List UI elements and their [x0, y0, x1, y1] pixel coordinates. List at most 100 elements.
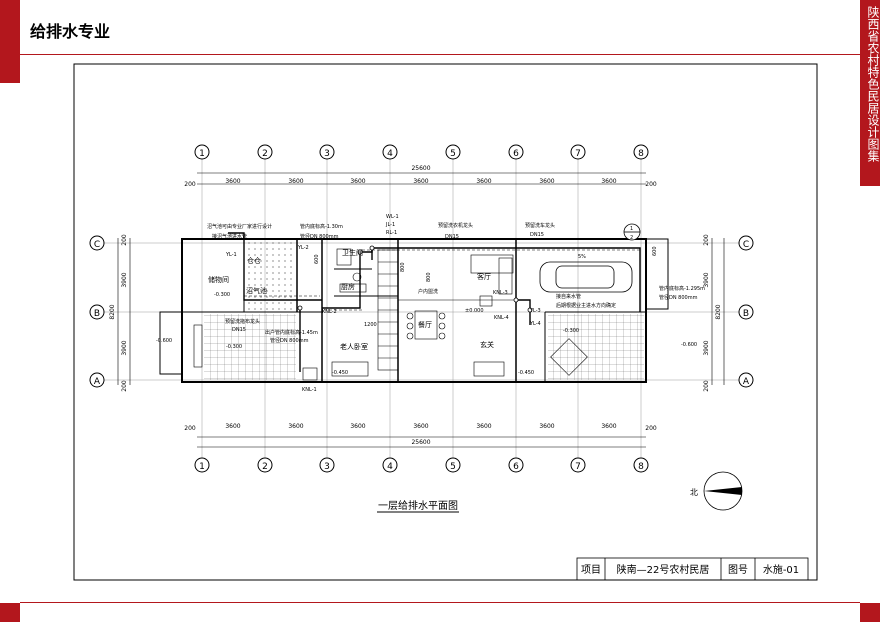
grid-row-c-left: C	[94, 240, 100, 250]
label-knl2: KNL-2	[322, 309, 337, 315]
dim-total-bottom: 25600	[411, 439, 430, 446]
grid-row-a-right: A	[743, 377, 750, 387]
stairs	[377, 249, 399, 371]
furniture	[193, 248, 588, 381]
dim-row-left-2: 3900	[121, 340, 128, 355]
note-pipe-elev1: 管内底标高-1.30m	[300, 223, 343, 230]
label-wl1: WL-1	[386, 214, 399, 220]
grid-col-3-top: 3	[324, 149, 330, 159]
dim-row-left-1: 3900	[121, 272, 128, 287]
inspection-well	[623, 223, 641, 241]
label-slope: 5%	[578, 254, 586, 260]
note-tap-water: 接自来水管	[556, 293, 581, 300]
note-biogas: 沼气池可由专业厂家进行设计	[207, 223, 272, 230]
label-yl2: YL-2	[297, 245, 309, 251]
dim-bay-bottom-7: 3600	[601, 423, 616, 430]
note-outlet-dia: 管径DN 800mm	[270, 337, 309, 344]
dim-row-right-1: 3900	[703, 272, 710, 287]
elev-left-outer: -0.600	[156, 338, 172, 344]
dim-bay-bottom-2: 3600	[288, 423, 303, 430]
corner-band-bottom-right	[860, 603, 880, 622]
note-mop-2: 户内盥洗	[418, 288, 438, 295]
corner-band-bottom-left	[0, 603, 20, 622]
dim-bay-top-4: 3600	[413, 178, 428, 185]
dim-row-total-left: 8200	[109, 304, 116, 319]
well-marker-bottom: 2	[630, 235, 633, 241]
tile-hatch-right	[548, 314, 644, 380]
elev-right-bottom: -0.300	[563, 328, 579, 334]
room-elder: 老人卧室	[340, 342, 368, 351]
grid-lines	[104, 158, 740, 462]
dim-row-edge-left-bottom: 200	[121, 380, 128, 392]
tile-hatch-left	[204, 314, 296, 380]
dim-bay-top-5: 3600	[476, 178, 491, 185]
elev-entrance: -0.450	[518, 370, 534, 376]
dim-edge-bottom-right: 200	[645, 425, 657, 432]
dim-row-edge-right-bottom: 200	[703, 380, 710, 392]
grid-col-1-top: 1	[199, 149, 205, 159]
dim-row-total-right: 8200	[715, 304, 722, 319]
note-tap-direction: 后期根据业主进水方向确定	[556, 302, 616, 309]
dim-edge-top-right: 200	[645, 181, 657, 188]
corner-band-top-left	[0, 0, 20, 83]
elev-left-bottom: -0.300	[226, 344, 242, 350]
dim-total-top: 25600	[411, 165, 430, 172]
room-living: 客厅	[477, 272, 491, 281]
note-pipe-dia2: 管径DN 800mm	[659, 294, 698, 301]
grid-col-2-top: 2	[262, 149, 268, 159]
label-dn15-a: DN15	[445, 234, 459, 240]
dim-bay-top-1: 3600	[225, 178, 240, 185]
header-rule	[20, 54, 860, 55]
note-pipe-elev2: 管内底标高-1.295m	[659, 285, 705, 292]
grid-col-2-bottom: 2	[262, 462, 268, 472]
label-jl1: JL-1	[385, 222, 395, 228]
side-band: 陕西省农村特色民居设计图集	[860, 0, 880, 186]
dim-600-a: 600	[314, 254, 320, 264]
dim-bay-top-2: 3600	[288, 178, 303, 185]
grid-row-a-left: A	[94, 377, 101, 387]
label-knl4: KNL-4	[494, 315, 509, 321]
grid-col-3-bottom: 3	[324, 462, 330, 472]
grid-col-4-bottom: 4	[387, 462, 393, 472]
label-knl1: KNL-1	[302, 387, 317, 393]
dim-bay-bottom-3: 3600	[350, 423, 365, 430]
title-block	[576, 557, 809, 581]
title-block-drawing-no-label: 图号	[728, 564, 748, 576]
title-block-project-label: 项目	[581, 564, 601, 576]
grid-col-6-top: 6	[513, 149, 519, 159]
room-bathroom: 卫生间	[342, 248, 363, 257]
note-carwash: 预留洗车龙头	[525, 222, 555, 229]
room-dining: 餐厅	[418, 320, 432, 329]
note-biogas-pipe: 接沼气池进水管	[212, 233, 247, 240]
dim-bay-bottom-1: 3600	[225, 423, 240, 430]
dim-bay-bottom-4: 3600	[413, 423, 428, 430]
title-block-drawing-no-value: 水施-01	[763, 563, 799, 576]
grid-col-4-top: 4	[387, 149, 393, 159]
grid-col-5-top: 5	[450, 149, 456, 159]
dim-bay-top-3: 3600	[350, 178, 365, 185]
grid-row-b-left: B	[94, 309, 100, 319]
grid-col-6-bottom: 6	[513, 462, 519, 472]
dim-1200: 1200	[364, 322, 377, 328]
room-kitchen: 厨房	[341, 282, 355, 291]
label-yl3: YL-3	[529, 308, 541, 314]
note-mop: 预留洗拖布龙头	[225, 318, 260, 325]
side-band-text: 陕西省农村特色民居设计图集	[866, 6, 880, 162]
dim-row-right-2: 3900	[703, 340, 710, 355]
elev-right-outer: -0.600	[681, 342, 697, 348]
car-outline	[539, 261, 633, 293]
page-title: 给排水专业	[30, 22, 111, 41]
biogas-hatch	[248, 241, 295, 310]
north-label: 北	[690, 488, 698, 497]
dim-edge-bottom-left: 200	[184, 425, 196, 432]
north-arrow-icon	[703, 471, 743, 511]
dim-bay-top-7: 3600	[601, 178, 616, 185]
title-block-project-value: 陕南—22号农村民居	[617, 563, 710, 576]
pipe-markers	[297, 245, 533, 313]
room-warehouse: 仓仓	[247, 256, 261, 265]
note-pipe-dia1: 管径DN 800mm	[300, 233, 339, 240]
dim-800-a: 800	[400, 262, 406, 272]
top-dimension-lines	[117, 172, 725, 448]
grid-col-7-top: 7	[575, 149, 581, 159]
